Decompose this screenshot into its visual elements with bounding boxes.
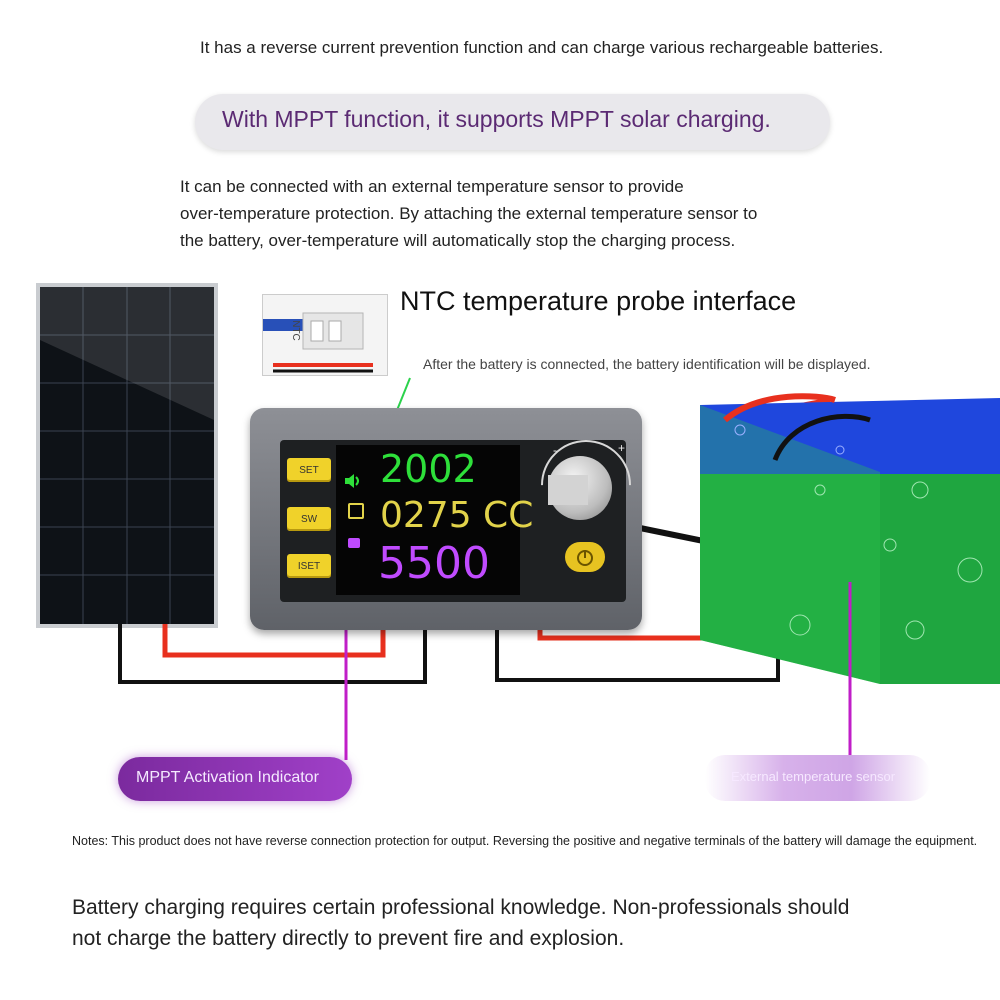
- temperature-description: It can be connected with an external tem…: [180, 173, 757, 254]
- ntc-connector-photo: NTC: [262, 294, 388, 376]
- wire-solar-positive: [162, 624, 386, 658]
- mppt-indicator-icon: [348, 538, 360, 548]
- sw-button[interactable]: SW: [287, 507, 331, 531]
- knob-minus: -: [553, 443, 557, 457]
- mppt-indicator-label: MPPT Activation Indicator: [136, 769, 319, 786]
- power-button[interactable]: [565, 542, 605, 572]
- description-line: It can be connected with an external tem…: [180, 177, 684, 196]
- warning-text: Battery charging requires certain profes…: [72, 896, 850, 950]
- notes-text: Notes: This product does not have revers…: [72, 834, 978, 848]
- battery: [700, 398, 1000, 684]
- iset-button[interactable]: ISET: [287, 554, 331, 578]
- knob-plus: +: [618, 441, 626, 455]
- lamp-icon: [348, 503, 364, 519]
- ntc-label: NTC: [289, 320, 301, 341]
- power-icon: [577, 550, 593, 566]
- description-line: over-temperature protection. By attachin…: [180, 204, 758, 223]
- speaker-icon: [345, 474, 359, 488]
- external-sensor-label: External temperature sensor: [731, 769, 896, 784]
- wire-solar-negative: [118, 624, 427, 684]
- voltage-reading: 2002: [380, 447, 477, 491]
- set-button[interactable]: SET: [287, 458, 331, 482]
- external-sensor-callout: [705, 755, 930, 801]
- description-line: the battery, over-temperature will autom…: [180, 231, 736, 250]
- mppt-banner: [195, 94, 830, 150]
- current-reading: 0275 CC: [380, 495, 534, 536]
- ntc-title: NTC temperature probe interface: [400, 286, 797, 316]
- display-screen: [336, 445, 520, 595]
- mppt-indicator-callout: [118, 757, 352, 801]
- solar-panel: [36, 283, 218, 628]
- mppt-banner-text: With MPPT function, it supports MPPT sol…: [222, 106, 771, 132]
- power-reading: 5500: [378, 538, 490, 589]
- knob-label-patch: [548, 475, 588, 505]
- battery-identification-note: After the battery is connected, the batt…: [423, 356, 871, 372]
- feature-reverse-current: It has a reverse current prevention func…: [200, 38, 884, 57]
